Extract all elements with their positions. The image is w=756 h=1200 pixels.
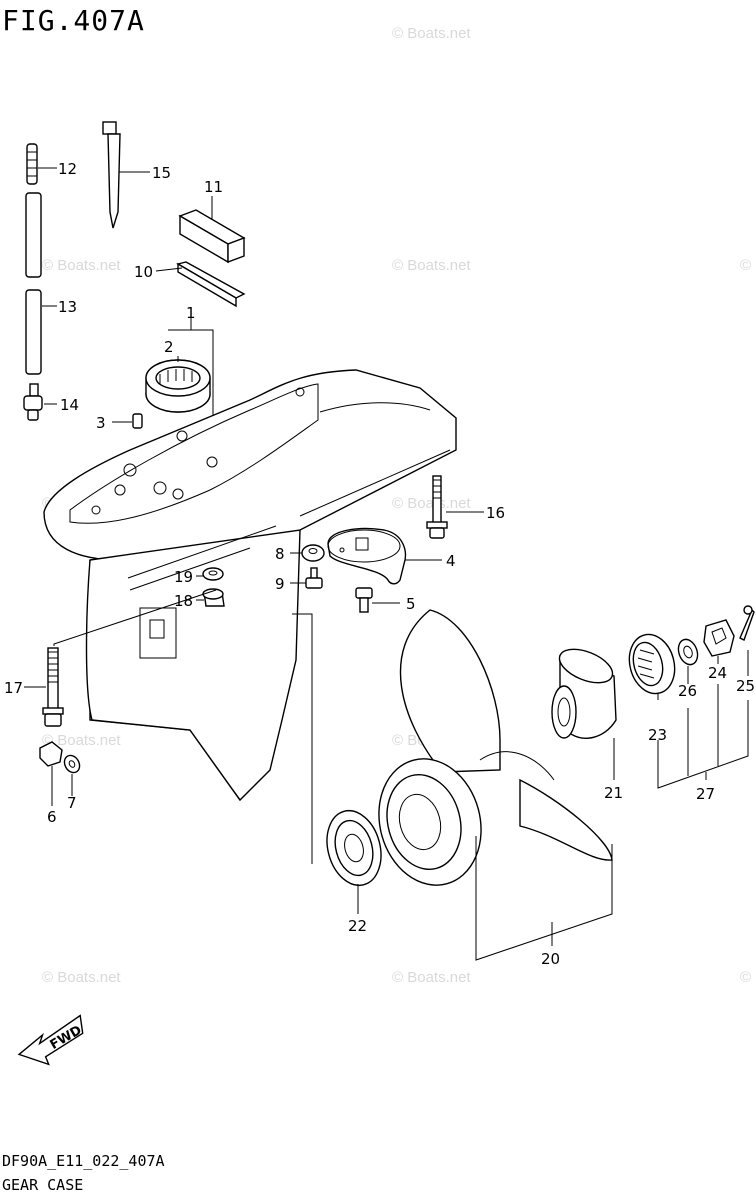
callout-11: 11 xyxy=(204,178,223,196)
part-25-cotter-pin xyxy=(739,605,755,676)
callout-8: 8 xyxy=(275,545,285,563)
watermark: © Boats.net xyxy=(42,257,121,274)
part-26-washer xyxy=(677,638,699,684)
callout-4: 4 xyxy=(446,552,456,570)
part-10-strip xyxy=(155,261,246,308)
callout-24: 24 xyxy=(708,664,727,682)
part-1-leader xyxy=(168,318,214,422)
callout-5: 5 xyxy=(406,595,416,613)
callout-10: 10 xyxy=(134,263,153,281)
part-17-bolt xyxy=(24,589,217,727)
part-6-nut xyxy=(39,741,63,806)
callout-15: 15 xyxy=(152,164,171,182)
figure-title: FIG.407A xyxy=(2,4,145,37)
watermark: © Boats.net xyxy=(392,257,471,274)
watermark: © Boats.net xyxy=(392,495,471,512)
callout-21: 21 xyxy=(604,784,623,802)
callout-25: 25 xyxy=(736,677,755,695)
callout-22: 22 xyxy=(348,917,367,935)
part-16-bolt xyxy=(426,475,484,539)
watermark: © Boats.net xyxy=(42,969,121,986)
part-2-bearing xyxy=(145,356,211,413)
watermark: © Boats.net xyxy=(392,25,471,42)
callout-12: 12 xyxy=(58,160,77,178)
callout-17: 17 xyxy=(4,679,23,697)
callout-9: 9 xyxy=(275,575,285,593)
part-15-cable-tie xyxy=(102,121,150,229)
callout-20: 20 xyxy=(541,950,560,968)
part-5-bolt xyxy=(355,587,400,613)
part-22-thrust-washer xyxy=(292,613,382,914)
callouts: 1 2 3 4 5 6 7 8 9 10 11 12 13 14 15 16 1… xyxy=(4,160,755,968)
callout-23: 23 xyxy=(648,726,667,744)
callout-6: 6 xyxy=(47,808,57,826)
part-20-propeller xyxy=(378,609,613,961)
part-14-water-fitting xyxy=(23,383,57,421)
part-21-spacer xyxy=(551,648,617,780)
callout-3: 3 xyxy=(96,414,106,432)
part-12-hose-fitting xyxy=(26,143,57,185)
callout-2: 2 xyxy=(164,338,174,356)
callout-14: 14 xyxy=(60,396,79,414)
part-9-bolt xyxy=(290,567,323,589)
callout-19: 19 xyxy=(174,568,193,586)
part-19-washer xyxy=(196,567,224,581)
part-23-washer xyxy=(628,633,676,700)
part-7-washer xyxy=(63,754,81,796)
callout-13: 13 xyxy=(58,298,77,316)
watermark: © Boats.net xyxy=(740,969,756,986)
part-18-nut xyxy=(196,588,225,607)
callout-18: 18 xyxy=(174,592,193,610)
part-27-kit-leader xyxy=(657,684,749,789)
part-8-washer xyxy=(290,544,325,562)
callout-26: 26 xyxy=(678,682,697,700)
callout-16: 16 xyxy=(486,504,505,522)
part-11-pad xyxy=(178,196,246,264)
part-13-hose xyxy=(25,192,57,375)
diagram-code: DF90A_E11_022_407A xyxy=(2,1152,165,1170)
callout-1: 1 xyxy=(186,304,196,322)
watermark: © Boats.net xyxy=(392,969,471,986)
callout-27: 27 xyxy=(696,785,715,803)
part-3-pin xyxy=(112,413,143,429)
fwd-arrow-icon: FWD xyxy=(17,1014,85,1066)
part-24-nut xyxy=(703,619,735,664)
diagram-caption: GEAR CASE xyxy=(2,1176,84,1194)
watermark: © Boats.net xyxy=(740,257,756,274)
part-4-anode xyxy=(327,527,442,585)
watermark: © Boats.net xyxy=(42,732,121,749)
callout-7: 7 xyxy=(67,794,77,812)
